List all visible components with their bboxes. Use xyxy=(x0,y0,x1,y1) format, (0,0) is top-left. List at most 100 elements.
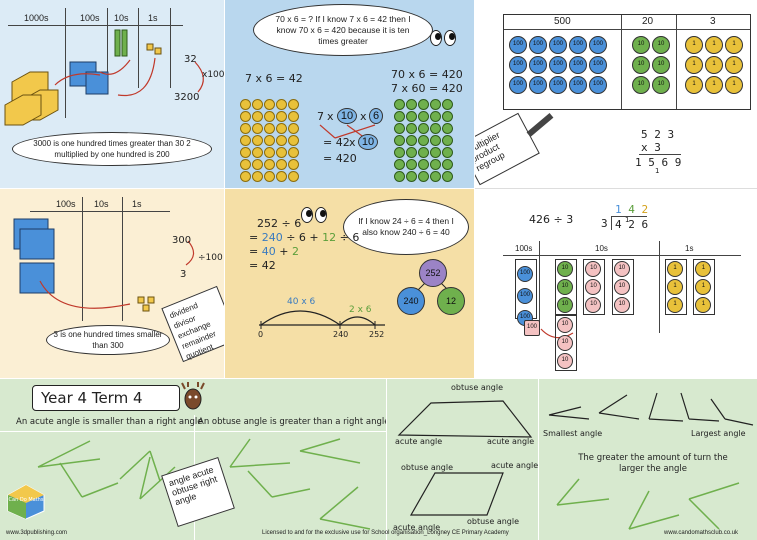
ones-column: 111 xyxy=(693,259,716,315)
counter xyxy=(287,122,299,134)
ones-cubes xyxy=(146,43,162,55)
eq-2: 2 xyxy=(291,245,299,258)
counter-10: 10 xyxy=(613,261,630,277)
remainder-exchange: 1 xyxy=(625,216,630,224)
counter xyxy=(429,158,441,170)
counter xyxy=(275,170,287,182)
counter-10: 10 xyxy=(557,335,573,351)
counter xyxy=(429,134,441,146)
counter-100: 100 xyxy=(569,56,587,74)
grid-line xyxy=(503,255,741,256)
counter xyxy=(393,146,405,158)
label-acute-angle: acute angle xyxy=(491,461,538,470)
bus-stop-top xyxy=(611,216,647,217)
jump-40x6-text: 40 x 6 xyxy=(287,297,316,307)
tree-240: 240 xyxy=(397,287,425,315)
caption-text: 3 is one hundred times smaller than 300 xyxy=(53,330,163,350)
caption-bubble: 3000 is one hundred times greater than 3… xyxy=(12,132,212,166)
line3-420: = 420 xyxy=(323,152,357,165)
exchange-arrow xyxy=(540,328,574,339)
counter xyxy=(263,110,275,122)
counter xyxy=(287,146,299,158)
calc-line xyxy=(639,154,681,155)
counter-1: 1 xyxy=(725,56,743,74)
counter xyxy=(251,158,263,170)
pv-header-100s: 100s xyxy=(56,199,76,209)
footer-left[interactable]: www.3dpublishing.com xyxy=(6,530,68,536)
counter-1: 1 xyxy=(685,36,703,54)
footer-right[interactable]: www.candomathsclub.co.uk xyxy=(664,530,739,536)
vocab-note-text: angle acute obtuse right angle xyxy=(167,464,219,508)
counter xyxy=(405,122,417,134)
header-3: 3 xyxy=(710,16,716,27)
header-20: 20 xyxy=(642,16,654,27)
counter xyxy=(275,98,287,110)
label-acute-angle: acute angle xyxy=(393,523,441,532)
counter-10: 10 xyxy=(557,279,573,295)
eye-left xyxy=(430,30,442,46)
panel-angles-title: Year 4 Term 4 An acute angle is smaller … xyxy=(0,378,386,540)
eq-42: = 42 xyxy=(249,259,276,272)
grid-line xyxy=(138,8,139,88)
speech-text: If I know 24 ÷ 6 = 4 then I also know 24… xyxy=(358,216,454,237)
counter xyxy=(441,98,453,110)
nl-240: 240 xyxy=(333,330,349,339)
counter-1: 1 xyxy=(667,297,683,313)
grid-line xyxy=(122,197,123,321)
counter-100: 100 xyxy=(589,76,607,94)
counter-10: 10 xyxy=(557,261,573,277)
ones-column: 111 xyxy=(665,259,687,315)
pv-header-10s: 10s xyxy=(94,199,109,209)
counter-1: 1 xyxy=(695,297,712,313)
counter xyxy=(417,158,429,170)
factor-x1: x xyxy=(327,110,334,123)
expr-426-div-3: 426 ÷ 3 xyxy=(529,213,574,226)
jump-40x6: 40 x 6 xyxy=(287,297,315,307)
group-hundreds: 100 100 100 xyxy=(515,259,537,326)
title-box: Year 4 Term 4 xyxy=(32,385,180,411)
counter xyxy=(287,134,299,146)
counter xyxy=(441,158,453,170)
counter-1: 1 xyxy=(685,56,703,74)
label-largest-angle: Largest angle xyxy=(691,429,746,438)
polygon-shapes xyxy=(397,400,533,516)
tree-252: 252 xyxy=(419,259,447,287)
eq-line3: = 40 + 2 xyxy=(249,245,299,258)
counter-10: 10 xyxy=(613,279,630,295)
counter-100: 100 xyxy=(517,266,533,282)
group-tens: 101010 101010 101010 101010 xyxy=(555,259,653,371)
quotient-2: 2 xyxy=(641,203,649,216)
counter xyxy=(441,134,453,146)
grid-line xyxy=(504,29,750,30)
factor-10: 10 xyxy=(337,108,357,124)
pv-header-1s: 1s xyxy=(148,13,158,23)
counter xyxy=(417,134,429,146)
pv-header-1s: 1s xyxy=(685,244,694,253)
panel-polygon-angles: obtuse angle acute angle acute angle obt… xyxy=(386,378,538,540)
counter xyxy=(429,110,441,122)
counter xyxy=(405,134,417,146)
counter-100: 100 xyxy=(589,36,607,54)
eq-line2: = 240 ÷ 6 + 12 ÷ 6 xyxy=(249,231,359,244)
counter-10: 10 xyxy=(557,297,573,313)
acute-definition: An acute angle is smaller than a right a… xyxy=(16,417,203,427)
label-div100: ÷100 xyxy=(198,253,223,263)
counter xyxy=(393,110,405,122)
pv-header-100s: 100s xyxy=(80,13,100,23)
counter-1: 1 xyxy=(725,36,743,54)
counter xyxy=(393,134,405,146)
factor-x2: x xyxy=(360,110,367,123)
divider xyxy=(0,431,386,432)
grid-line xyxy=(65,8,66,118)
counter-10: 10 xyxy=(585,279,602,295)
counter-10: 10 xyxy=(652,56,670,74)
counter-10: 10 xyxy=(632,76,650,94)
counter-100: 100 xyxy=(509,36,527,54)
counter xyxy=(405,110,417,122)
counter-100: 100 xyxy=(549,76,567,94)
eq-240: 240 xyxy=(261,231,283,244)
counter xyxy=(275,110,287,122)
